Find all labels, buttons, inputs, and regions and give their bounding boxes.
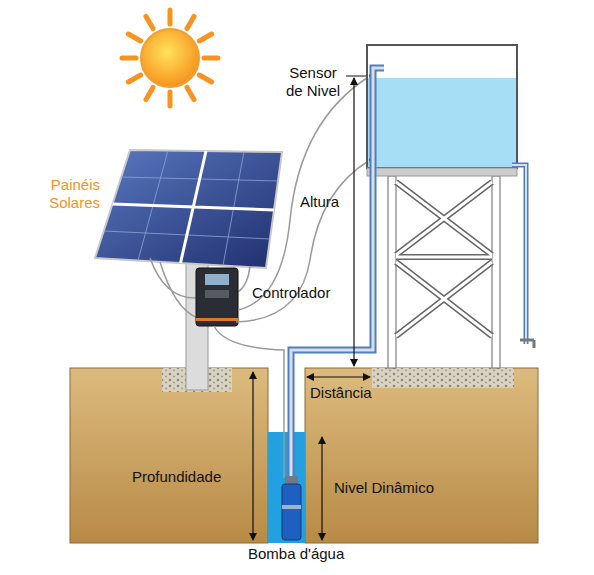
solar-array (95, 150, 282, 390)
controller-keys (205, 290, 229, 298)
sensor-label: Sensor de Nivel (282, 64, 344, 100)
depth-arrow (252, 372, 253, 540)
ground (70, 368, 538, 543)
height-label: Altura (300, 193, 360, 211)
pump-body (282, 484, 301, 540)
ground-right (305, 368, 538, 543)
well-water (268, 432, 305, 543)
pump (282, 476, 301, 540)
pump-band (282, 505, 301, 509)
sun-rays (122, 10, 218, 106)
controller-box (196, 268, 238, 326)
tank-base (367, 168, 517, 176)
controller-strip (196, 318, 238, 321)
pump-cable (214, 326, 284, 478)
water-tower (367, 45, 534, 368)
distance-label: Distância (310, 384, 400, 402)
dimension-lines (253, 76, 370, 540)
tower-leg (388, 176, 396, 368)
sun-disc (141, 29, 199, 87)
controller-screen (205, 274, 229, 285)
depth-label: Profundidade (132, 468, 242, 486)
delivery-pipe-inner (291, 68, 384, 480)
height-arrow (353, 78, 354, 366)
delivery-pipe (291, 68, 384, 480)
sensor-cable-low (236, 160, 370, 322)
tower-braces-inner (396, 182, 492, 336)
height-tick (346, 76, 366, 77)
panel-grid (104, 151, 278, 266)
dynamic-level-arrow (321, 437, 322, 540)
controller-label: Controlador (252, 284, 352, 302)
panel-gaps (113, 151, 275, 263)
solar-panels (95, 150, 282, 268)
ground-left (70, 368, 268, 543)
faucet (520, 340, 534, 348)
gravel-tower (372, 368, 514, 388)
tower-braces (396, 182, 492, 336)
tank-water (368, 78, 516, 167)
controller (196, 268, 238, 326)
outlet-pipe (512, 165, 526, 344)
pump-label: Bomba d'água (248, 545, 368, 563)
outlet-pipe-inner (512, 165, 526, 344)
sun (122, 10, 218, 106)
sensor-cable (238, 76, 370, 310)
tank (367, 45, 517, 168)
dynamic-level-label: Nivel Dinâmico (334, 479, 464, 497)
tower-leg (492, 176, 500, 368)
distance-arrow (307, 376, 370, 377)
panel-label: Painéis Solares (40, 176, 100, 212)
